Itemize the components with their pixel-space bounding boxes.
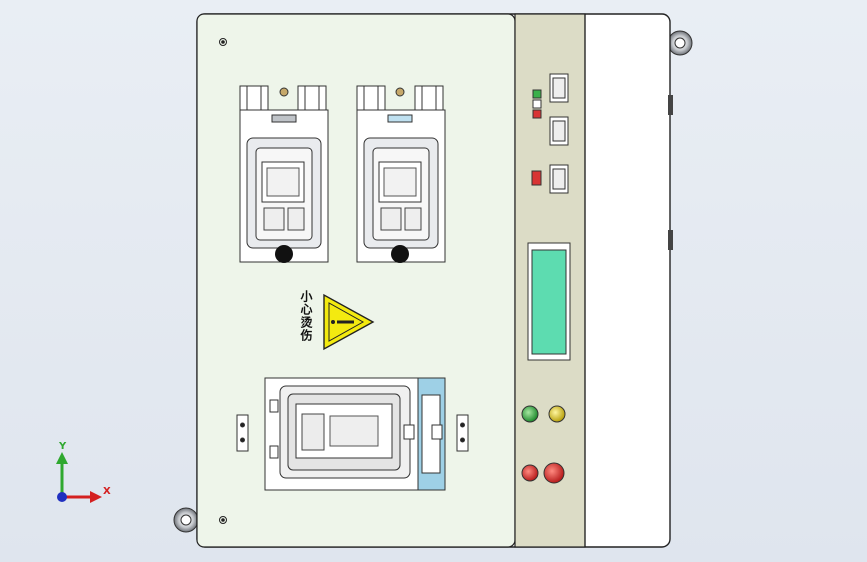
start-button-green[interactable]	[521, 405, 539, 423]
warning-label: 小心烫伤	[299, 290, 313, 342]
connector-ports	[549, 73, 569, 194]
stop-button-red-left[interactable]	[521, 464, 539, 482]
caster-top-right	[667, 30, 693, 56]
side-clamps	[236, 414, 469, 452]
caster-bottom-left	[173, 507, 199, 533]
indicator-lights	[531, 89, 542, 186]
hmi-screen	[527, 242, 571, 361]
mount-holes	[219, 38, 227, 524]
fixture-right	[356, 85, 446, 263]
start-button-yellow[interactable]	[548, 405, 566, 423]
axis-y-label: Y	[59, 441, 67, 452]
axis-triad-icon	[56, 452, 102, 503]
press-fixture	[264, 377, 446, 491]
fixture-left	[239, 85, 329, 263]
warning-sign-icon	[323, 293, 375, 351]
emergency-stop-button[interactable]	[543, 462, 565, 484]
axis-x-label: X	[103, 486, 111, 497]
